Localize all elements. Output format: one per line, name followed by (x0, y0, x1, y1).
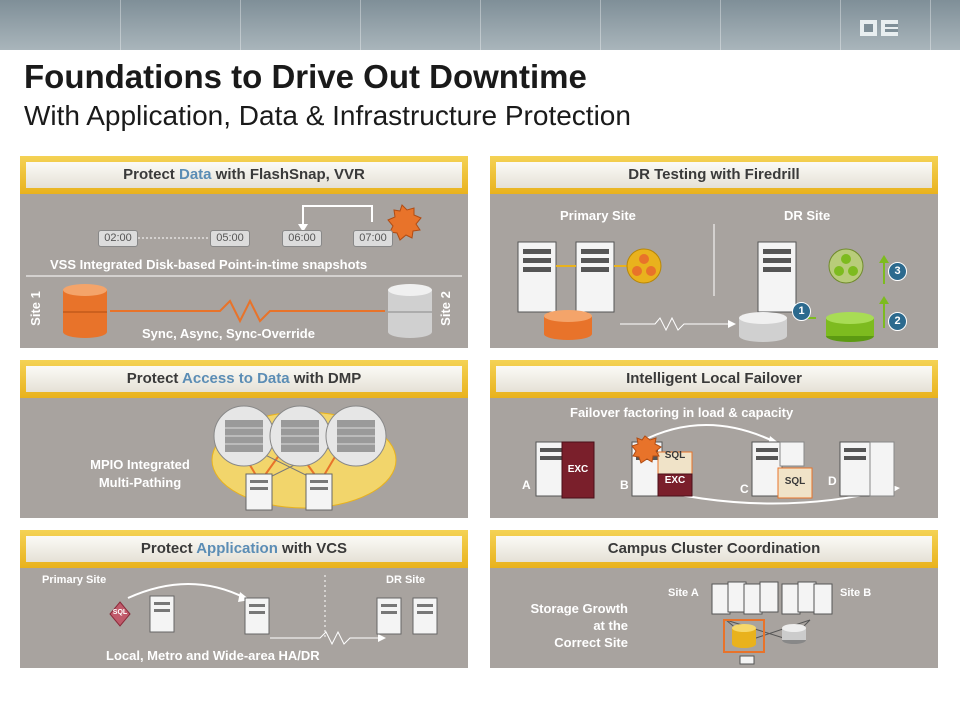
disk-icon (732, 624, 756, 648)
header-bar (0, 0, 960, 50)
growth-label: Correct Site (554, 635, 628, 650)
ha-dr-caption: Local, Metro and Wide-area HA/DR (106, 648, 320, 663)
header-tile (480, 0, 601, 50)
banner-highlight: Access to Data (182, 370, 290, 387)
panel-protect-application: Protect Application with VCS Primary Sit… (20, 530, 468, 668)
sql-badge: SQL (112, 609, 128, 616)
banner-text: with VCS (277, 540, 348, 557)
step-badge: 3 (888, 262, 907, 281)
mpio-label: Multi-Pathing (98, 475, 182, 490)
sql-label: SQL (664, 450, 686, 461)
panel-protect-access: Protect Access to Data with DMP (20, 360, 468, 518)
node-label: A (522, 478, 531, 492)
header-tile (120, 0, 241, 50)
header-tile (240, 0, 361, 50)
primary-site-label: Primary Site (42, 574, 107, 586)
disk-icon (739, 312, 787, 342)
exc-label: EXC (664, 475, 686, 486)
node-label: D (828, 474, 837, 488)
server-icon (412, 597, 438, 635)
dr-site-label: DR Site (386, 574, 426, 586)
node-label: B (620, 478, 629, 492)
site-b-label: Site B (840, 587, 872, 599)
server-icon (149, 595, 175, 633)
server-icon (781, 581, 833, 615)
header-tile (0, 0, 121, 50)
header-tile (720, 0, 841, 50)
cluster-icon (626, 248, 662, 284)
page-subtitle: With Application, Data & Infrastructure … (24, 100, 631, 131)
server-icon (245, 473, 273, 511)
disk-icon (544, 310, 592, 340)
dr-site-label: DR Site (784, 208, 831, 223)
panel-campus-cluster: Campus Cluster Coordination Site A Site … (490, 530, 938, 668)
exc-label: EXC (567, 464, 589, 475)
server-icon (517, 241, 557, 313)
site-label: Site 2 (437, 291, 453, 326)
banner-text: Protect (140, 540, 197, 557)
snapshot-time: 05:00 (210, 230, 250, 247)
firedrill-diagram (517, 224, 889, 342)
panel-banner: Protect Access to Data with DMP (26, 366, 462, 392)
storage-array-icon (213, 405, 275, 467)
multipath-diagram (211, 405, 397, 511)
sql-label: SQL (784, 476, 806, 487)
disk-icon (63, 284, 107, 338)
banner-text: Protect (126, 370, 183, 387)
panel-local-failover: Intelligent Local Failover Failover fact… (490, 360, 938, 518)
failover-caption: Failover factoring in load & capacity (570, 405, 794, 420)
step-badge: 1 (792, 302, 811, 321)
snapshot-caption: VSS Integrated Disk-based Point-in-time … (50, 257, 368, 272)
server-icon (376, 597, 402, 635)
server-icon (575, 241, 615, 313)
server-icon (535, 441, 567, 497)
burst-icon (387, 204, 422, 241)
site-label: Site 1 (27, 291, 43, 326)
banner-text: with DMP (289, 370, 362, 387)
page-title: Foundations to Drive Out Downtime (24, 58, 587, 95)
banner-text: Protect (123, 166, 179, 183)
primary-site-label: Primary Site (560, 208, 636, 223)
banner-text: with FlashSnap, VVR (211, 166, 365, 183)
header-tile (840, 0, 931, 50)
snapshot-time: 02:00 (98, 230, 138, 247)
banner-highlight: Application (196, 540, 278, 557)
server-icon (244, 597, 270, 635)
node-label: C (740, 482, 749, 496)
panel-protect-data: Protect Data with FlashSnap, VVR 02:00 0… (20, 156, 468, 348)
disk-icon (782, 624, 806, 644)
header-tile (600, 0, 721, 50)
mpio-label: MPIO Integrated (90, 457, 190, 472)
cluster-icon (828, 248, 864, 284)
company-logo-icon (860, 20, 898, 36)
panel-dr-testing: DR Testing with Firedrill Primary Site D… (490, 156, 938, 348)
failover-diagram (535, 424, 900, 505)
step-badge: 2 (888, 312, 907, 331)
panel-banner: Campus Cluster Coordination (496, 536, 932, 562)
sync-caption: Sync, Async, Sync-Override (142, 326, 315, 341)
growth-label: at the (593, 618, 628, 633)
burst-icon (631, 435, 662, 464)
banner-highlight: Data (178, 166, 212, 183)
header-tile (360, 0, 481, 50)
disk-icon (388, 284, 432, 338)
server-icon (711, 581, 779, 615)
disk-icon (826, 312, 874, 342)
storage-array-icon (269, 405, 331, 467)
panel-banner: Intelligent Local Failover (496, 366, 932, 392)
panel-banner: DR Testing with Firedrill (496, 162, 932, 188)
snapshot-time: 07:00 (353, 230, 393, 247)
site-a-label: Site A (668, 587, 699, 599)
panel-banner: Protect Data with FlashSnap, VVR (26, 162, 462, 188)
server-icon (757, 241, 797, 313)
server-icon (305, 473, 333, 511)
growth-label: Storage Growth (530, 601, 628, 616)
snapshot-diagram (26, 204, 462, 324)
panel-banner: Protect Application with VCS (26, 536, 462, 562)
server-icon (839, 441, 871, 497)
storage-array-icon (325, 405, 387, 467)
campus-diagram (711, 581, 833, 665)
snapshot-time: 06:00 (282, 230, 322, 247)
ha-dr-diagram (109, 575, 438, 646)
